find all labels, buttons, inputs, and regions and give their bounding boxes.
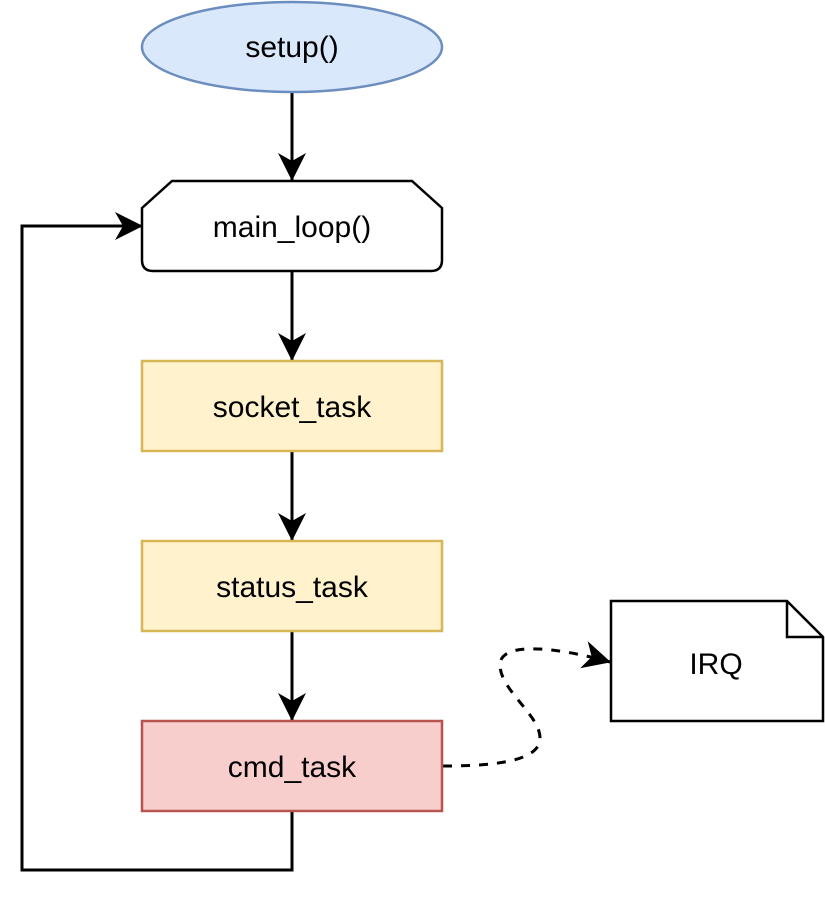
node-status-task: status_task [140,539,444,633]
node-socket-task: socket_task [140,359,444,453]
node-main-loop: main_loop() [140,179,444,273]
node-socket-task-shape [140,359,444,453]
edge-cmd-task-to-irq [442,641,611,768]
node-main-loop-shape [140,179,444,273]
node-irq: IRQ [609,599,825,723]
node-setup-shape [140,0,444,94]
node-cmd-task-shape [140,719,444,813]
node-cmd-task: cmd_task [140,719,444,813]
node-cmd-task-label: cmd_task [228,751,357,784]
node-setup-label: setup() [245,31,338,64]
node-status-task-label: status_task [216,571,369,604]
node-setup: setup() [140,0,444,94]
node-socket-task-label: socket_task [213,391,372,424]
node-status-task-shape [140,539,444,633]
edge-cmd-task-loop-back [20,212,294,872]
node-main-loop-label: main_loop() [213,211,371,244]
node-irq-shape [609,599,825,723]
node-irq-label: IRQ [689,648,742,681]
edges [20,92,611,872]
node-irq-fold-corner [785,601,823,639]
nodes: setup() main_loop() socket_task status_t… [140,0,825,813]
